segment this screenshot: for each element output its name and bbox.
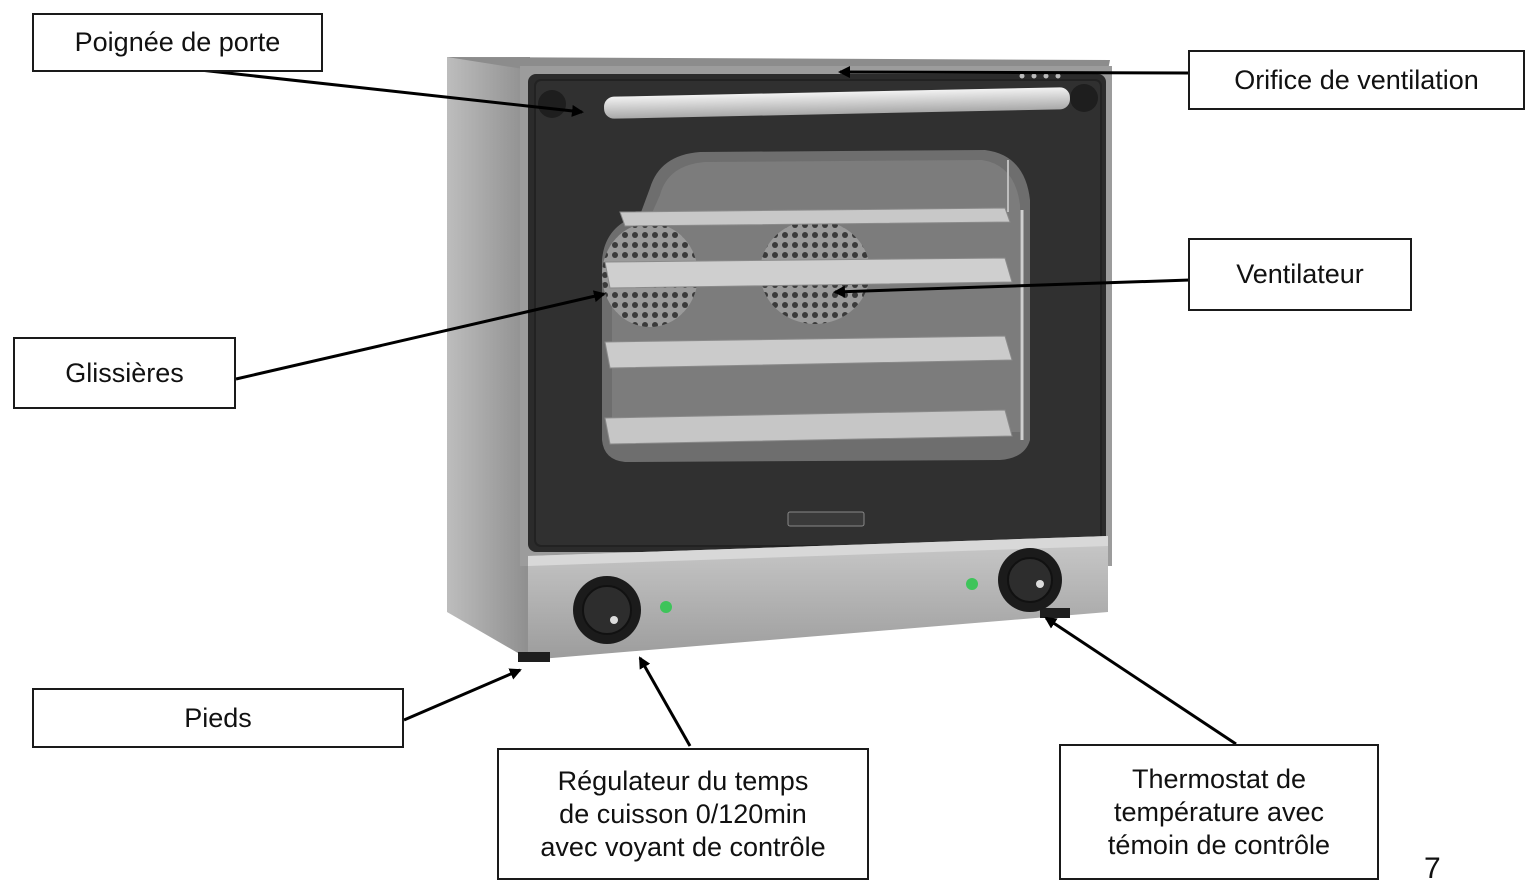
label-feet-text: Pieds (184, 702, 252, 733)
label-timer-line-2: de cuisson 0/120min (559, 798, 807, 829)
label-door-handle-text: Poignée de porte (74, 27, 281, 57)
arrow-thermostat (1044, 616, 1237, 746)
timer-indicator-light (660, 601, 672, 613)
label-vent-opening: Orifice de ventilation (1188, 50, 1525, 110)
label-rails: Glissières (13, 337, 236, 409)
label-rails-text: Glissières (65, 357, 184, 388)
label-door-handle: Poignée de porte (32, 13, 323, 72)
arrow-fan (833, 278, 1191, 298)
brand-plate (787, 511, 865, 527)
timer-knob (573, 576, 641, 644)
arrow-rails (235, 290, 606, 381)
label-timer: Régulateur du temps de cuisson 0/120min … (497, 748, 869, 880)
page-number: 7 (1424, 852, 1441, 885)
label-thermostat: Thermostat de température avec témoin de… (1059, 744, 1379, 880)
label-timer-line-3: avec voyant de contrôle (540, 831, 826, 862)
door-handle (538, 84, 1098, 119)
vent-slots (1019, 73, 1061, 79)
label-thermostat-line-1: Thermostat de (1131, 763, 1307, 794)
arrow-door-handle (199, 68, 584, 117)
label-timer-line-1: Régulateur du temps (557, 765, 809, 796)
control-panel (518, 536, 1108, 662)
label-thermostat-line-3: témoin de contrôle (1107, 829, 1331, 860)
arrow-vent-opening (838, 66, 1191, 79)
arrow-feet (403, 668, 522, 722)
arrow-timer (638, 656, 692, 747)
thermostat-indicator-light (966, 578, 978, 590)
trays (604, 160, 1024, 445)
label-thermostat-line-2: température avec (1113, 796, 1325, 827)
label-fan: Ventilateur (1188, 238, 1412, 311)
label-vent-opening-text: Orifice de ventilation (1234, 64, 1479, 95)
label-feet: Pieds (32, 688, 404, 748)
label-fan-text: Ventilateur (1236, 259, 1364, 289)
thermostat-knob (998, 548, 1062, 612)
